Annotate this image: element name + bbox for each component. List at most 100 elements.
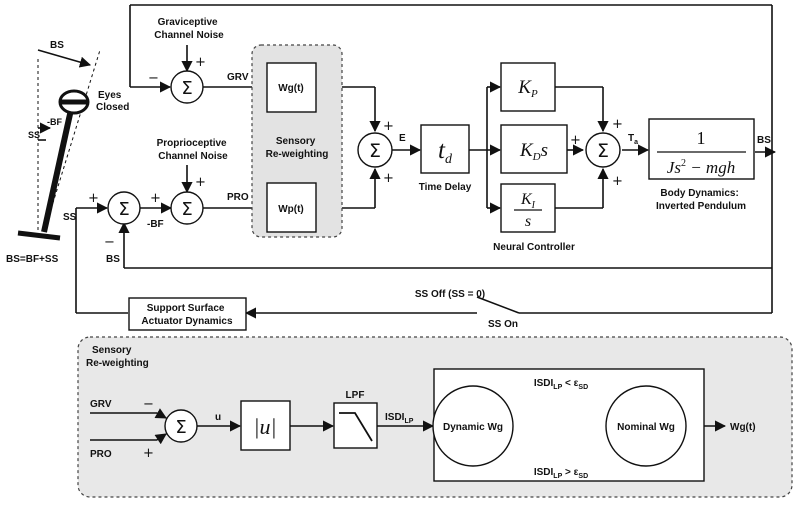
bottom-pro-plus: + <box>143 446 154 461</box>
nominal-wg-label: Nominal Wg <box>617 422 675 433</box>
pendulum-bs-label: BS <box>50 40 64 51</box>
ss-plus: + <box>88 191 99 206</box>
kp-subscript: P <box>530 88 538 100</box>
torque-sum-junction: Σ <box>585 132 621 168</box>
cond-lt-sub: LP <box>553 384 562 391</box>
grav-noise-line-1: Graviceptive <box>158 17 218 28</box>
sum-symbol: Σ <box>181 199 192 220</box>
ki-block: KI s <box>500 183 556 233</box>
body-dynamics-line-2: Inverted Pendulum <box>656 201 746 212</box>
kp-base: K <box>517 77 532 98</box>
transition-gt-label: ISDILP > εSD <box>534 467 588 480</box>
dynamic-wg-label: Dynamic Wg <box>443 422 503 433</box>
cond-gt-sub2: SD <box>578 473 588 480</box>
bottom-grv-label: GRV <box>90 399 112 410</box>
bottom-title-line-2: Re-weighting <box>86 358 149 369</box>
sum-symbol: Σ <box>118 199 129 220</box>
srw-line-2: Re-weighting <box>266 149 329 160</box>
ki-plus: + <box>612 174 623 189</box>
wp-plus: + <box>383 171 394 186</box>
grav-noise-plus: + <box>195 55 206 70</box>
kd-base: K <box>519 140 534 161</box>
sign-labels: + − + + + − + + + + + <box>88 55 623 250</box>
body-tf-denominator: Js2 − mgh <box>667 158 735 177</box>
sum-symbol: Σ <box>181 78 192 99</box>
closed-eye-icon <box>58 89 90 115</box>
actuator-line-1: Support Surface <box>147 303 225 314</box>
ki-subscript: I <box>531 200 536 211</box>
cond-gt-op: > ε <box>562 467 578 478</box>
sensory-reweighting-label: Sensory Re-weighting <box>266 136 329 160</box>
body-dynamics-line-1: Body Dynamics: <box>660 188 738 199</box>
bottom-output-label: Wg(t) <box>730 422 756 433</box>
eyes-closed-line-1: Eyes <box>98 90 122 101</box>
ki-denominator: s <box>525 213 531 230</box>
kd-symbol: KDs <box>519 140 548 163</box>
cond-lt-sub2: SD <box>578 384 588 391</box>
eyes-closed-line-2: Closed <box>96 102 129 113</box>
wg-block: Wg(t) <box>266 62 317 113</box>
lpf-label: LPF <box>346 390 365 401</box>
state-machine-box: Dynamic Wg Nominal Wg ISDILP < εSD ISDIL… <box>432 368 705 482</box>
ss-on-label: SS On <box>488 319 518 330</box>
ss-input-label: SS <box>63 212 77 223</box>
body-tf-numerator: 1 <box>697 128 706 148</box>
bottom-grv-minus: − <box>143 397 154 412</box>
prop-sum-plus: + <box>150 191 161 206</box>
bottom-sum-junction: Σ <box>164 409 198 443</box>
ki-base: K <box>520 191 533 208</box>
kd-s: s <box>541 140 548 161</box>
sd-main: ISDI <box>385 412 405 423</box>
body-tf-den-js: Js <box>667 158 682 177</box>
ki-numerator: KI <box>520 191 536 211</box>
grav-noise-line-2: Channel Noise <box>154 30 224 41</box>
bs-feedback-label: BS <box>106 254 120 265</box>
eyes-closed-label: Eyes Closed <box>96 90 129 113</box>
kp-symbol: KP <box>517 77 538 100</box>
kd-plus: + <box>570 133 581 148</box>
wp-block: Wp(t) <box>266 182 317 233</box>
signal-wires <box>75 4 777 319</box>
wg-label: Wg(t) <box>278 83 304 94</box>
kp-block: KP <box>500 62 556 112</box>
kd-block: KDs <box>500 124 568 174</box>
prop-noise-plus: + <box>195 175 206 190</box>
cond-lt-main: ISDI <box>534 378 554 389</box>
prop-noise-line-2: Channel Noise <box>158 151 228 162</box>
pendulum-bf-label: -BF <box>47 117 62 127</box>
td-base: t <box>438 137 446 164</box>
body-tf-den-exp: 2 <box>681 158 686 169</box>
proprio-sum-junction-1: Σ <box>107 191 141 225</box>
abs-u-label: |u| <box>253 414 276 439</box>
actuator-label: Support Surface Actuator Dynamics <box>141 303 233 327</box>
proprio-sum-junction-2: Σ <box>170 191 204 225</box>
ta-base: T <box>628 133 634 144</box>
pendulum-figure: BS SS -BF Eyes Closed BS=BF+SS <box>6 40 129 265</box>
bottom-pro-label: PRO <box>90 449 112 460</box>
graviceptive-noise-label: Graviceptive Channel Noise <box>154 17 224 41</box>
error-sum-junction: Σ <box>357 132 393 168</box>
sum-symbol: Σ <box>369 140 381 162</box>
kp-plus: + <box>612 117 623 132</box>
wg-plus: + <box>383 119 394 134</box>
bottom-sd-label: ISDILP <box>385 412 414 425</box>
cond-lt-op: < ε <box>562 378 578 389</box>
bottom-panel-title: Sensory Re-weighting <box>86 345 149 369</box>
cond-gt-sub: LP <box>553 473 562 480</box>
ss-off-label: SS Off (SS = 0) <box>415 289 485 300</box>
td-subscript: d <box>445 152 453 167</box>
proprioceptive-noise-label: Proprioceptive Channel Noise <box>157 138 230 162</box>
transition-lt-label: ISDILP < εSD <box>534 378 588 391</box>
kd-subscript: D <box>532 151 541 163</box>
abs-u-block: |u| <box>240 400 291 451</box>
body-dynamics-label: Body Dynamics: Inverted Pendulum <box>656 188 746 212</box>
srw-line-1: Sensory <box>276 136 316 147</box>
pendulum-equation: BS=BF+SS <box>6 254 59 265</box>
pendulum-ss-label: SS <box>28 130 40 140</box>
cond-gt-main: ISDI <box>534 467 554 478</box>
actuator-line-2: Actuator Dynamics <box>141 316 233 327</box>
time-delay-label: Time Delay <box>419 182 472 193</box>
body-tf-den-rest: − mgh <box>686 158 735 177</box>
ta-signal-label: Ta <box>628 133 638 146</box>
e-signal-label: E <box>399 133 406 144</box>
